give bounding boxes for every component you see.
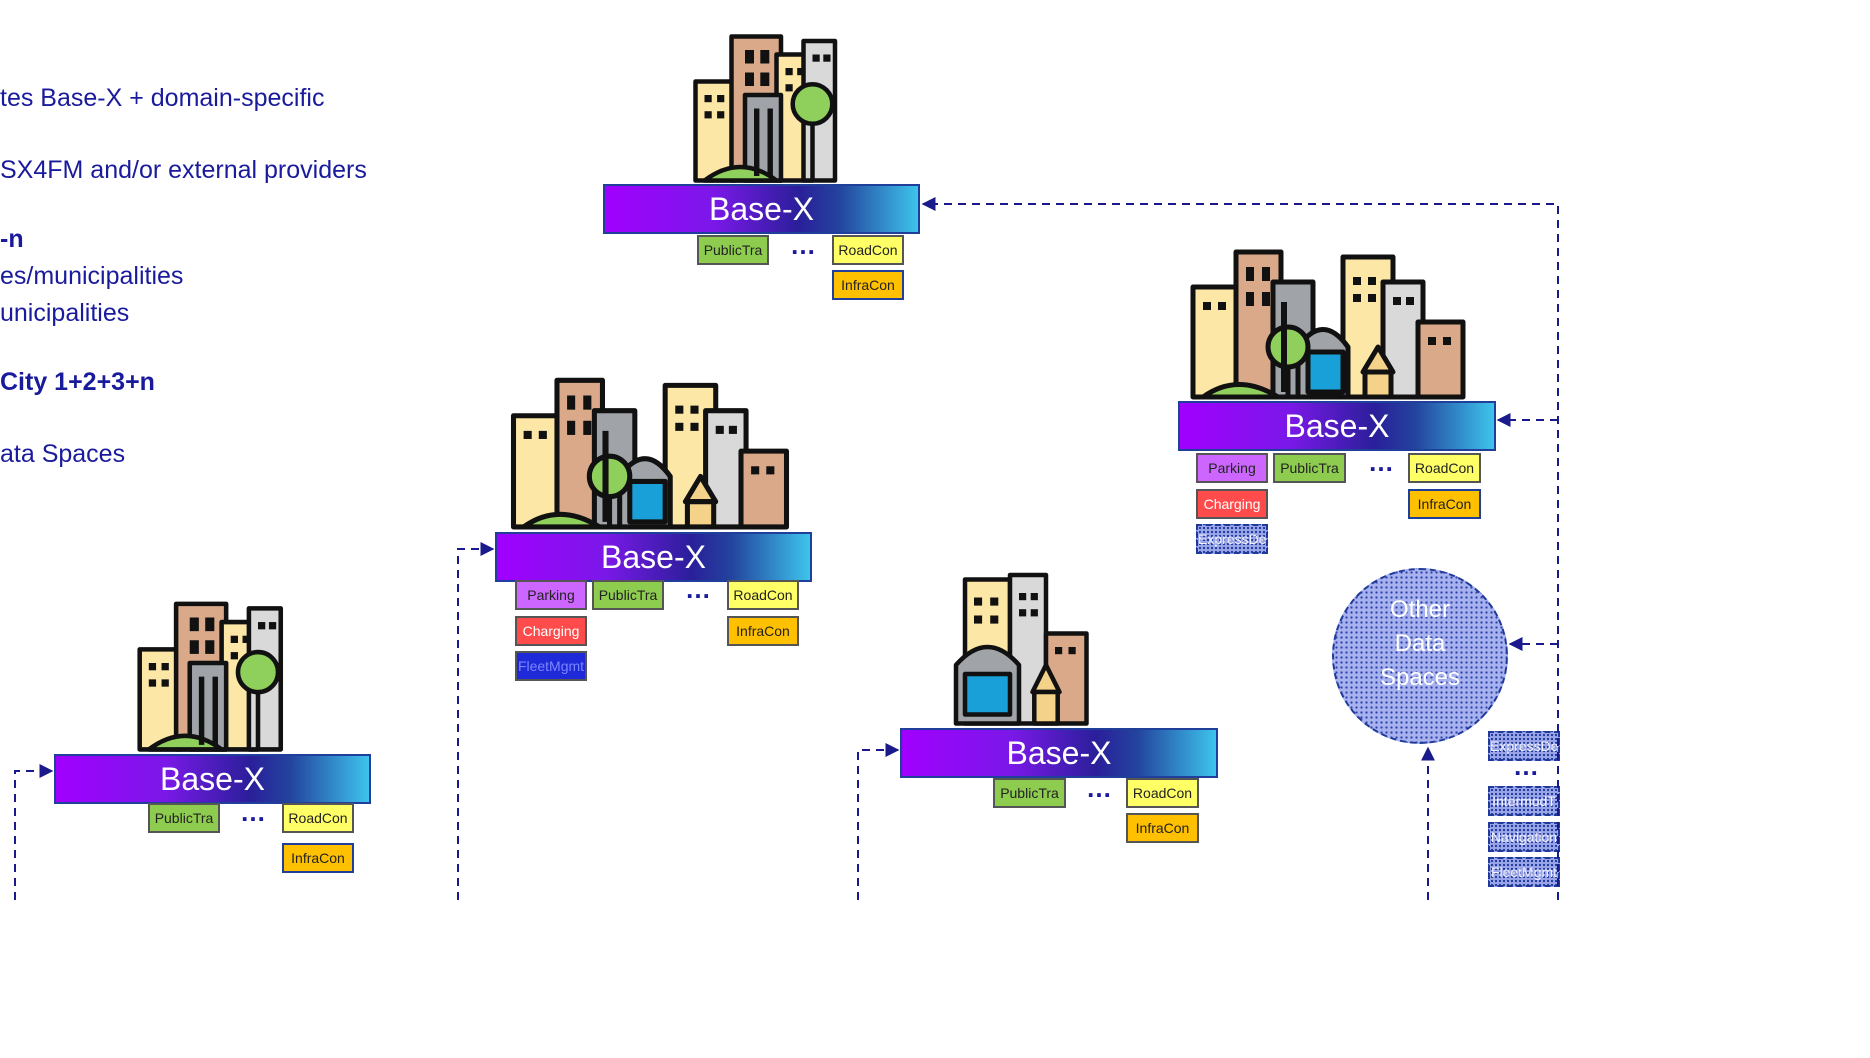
base-x-bar-top: Base-X [603, 184, 920, 234]
tag-infracon: InfraCon [282, 843, 354, 873]
ellipsis: … [240, 797, 267, 827]
connector-middle [457, 542, 495, 900]
ellipsis: … [1086, 773, 1113, 803]
tag-parking: Parking [1196, 453, 1268, 483]
tag-publictra: PublicTra [148, 803, 220, 833]
tag-intermodt: IntermodT [1488, 786, 1560, 816]
tag-roadcon: RoadCon [282, 803, 354, 833]
tag-publictra: PublicTra [1273, 453, 1346, 483]
base-x-bar-middle: Base-X [495, 532, 812, 582]
tag-publictra: PublicTra [697, 235, 769, 265]
connector-top [921, 197, 1559, 900]
connector-bottom-left [14, 764, 54, 900]
bullet-line-7: ata Spaces [0, 440, 126, 468]
base-x-bar-center: Base-X [900, 728, 1218, 778]
ellipsis: … [790, 230, 817, 260]
bullet-line-5: unicipalities [0, 299, 130, 327]
tag-infracon: InfraCon [1126, 813, 1199, 843]
ellipsis: … [1513, 751, 1540, 781]
bullet-line-3: -n [0, 225, 24, 253]
tag-infracon: InfraCon [727, 616, 799, 646]
tag-charging: Charging [515, 616, 587, 646]
bullet-line-6: City 1+2+3+n [0, 368, 155, 396]
other-data-spaces-circle [1332, 568, 1508, 744]
tag-parking: Parking [515, 580, 587, 610]
tag-roadcon: RoadCon [832, 235, 904, 265]
other-data-spaces-label-1: Other [1389, 596, 1451, 623]
tag-charging: Charging [1196, 489, 1268, 519]
tag-expressdel: ExpressDel [1488, 731, 1560, 761]
ellipsis: … [1368, 447, 1395, 477]
tag-navigation: Navigation [1488, 822, 1560, 852]
other-data-spaces-label-3: Spaces [1379, 664, 1461, 691]
tag-expressdel: ExpressDel [1196, 524, 1268, 554]
tag-infracon: InfraCon [832, 270, 904, 300]
connector-center [857, 743, 900, 900]
tag-infracon: InfraCon [1408, 489, 1481, 519]
tag-publictra: PublicTra [592, 580, 664, 610]
tag-roadcon: RoadCon [1408, 453, 1481, 483]
base-x-bar-bottom-left: Base-X [54, 754, 371, 804]
tag-publictra: PublicTra [993, 778, 1066, 808]
tag-roadcon: RoadCon [1126, 778, 1199, 808]
other-data-spaces-label-2: Data [1394, 630, 1446, 657]
bullet-line-4: es/municipalities [0, 262, 184, 290]
tag-roadcon: RoadCon [727, 580, 799, 610]
base-x-bar-right: Base-X [1178, 401, 1496, 451]
bullet-line-1: tes Base-X + domain-specific [0, 84, 325, 112]
tag-fleetmgmt: FleetMgmt [515, 651, 587, 681]
bullet-line-2: SX4FM and/or external providers [0, 156, 367, 184]
ellipsis: … [685, 574, 712, 604]
